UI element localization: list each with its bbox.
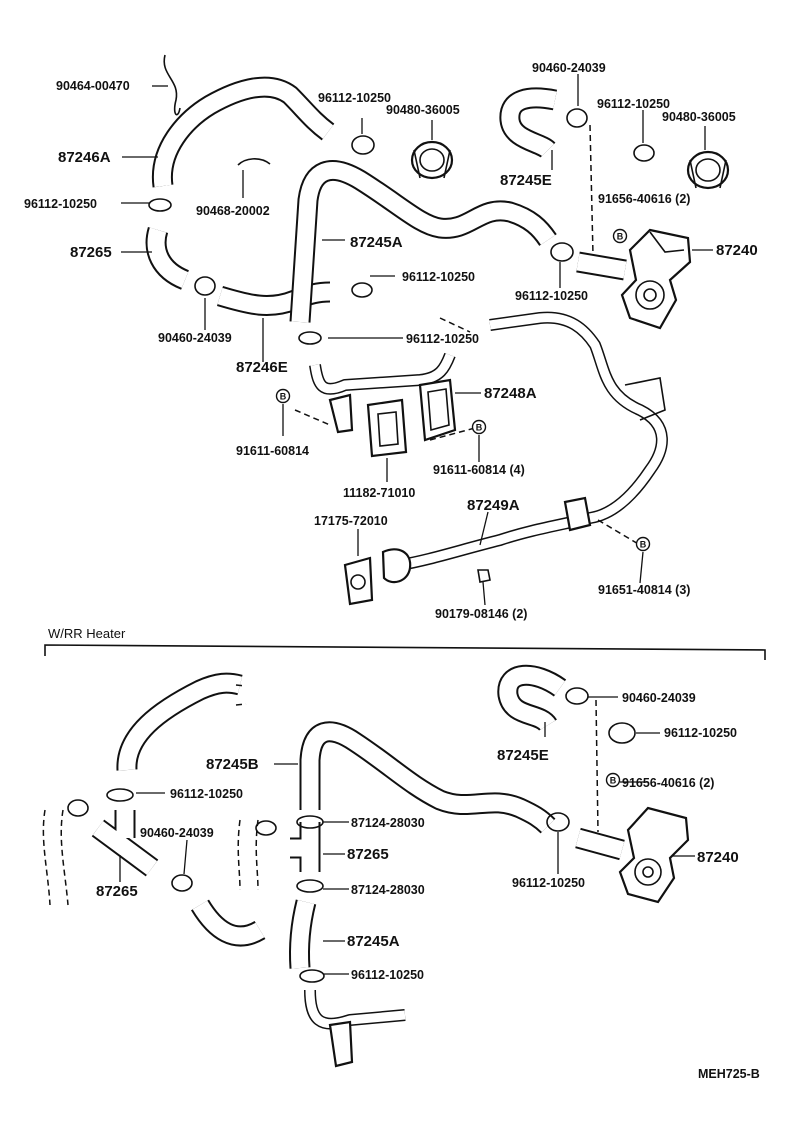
bolt-marker-icon: B B B B B: [275, 228, 651, 788]
hose-87246E: [216, 281, 331, 316]
label-11182-71010: 11182-71010: [343, 486, 415, 500]
label-87245E-b: 87245E: [497, 747, 549, 764]
label-96112-10250-e: 96112-10250: [597, 97, 670, 111]
svg-text:B: B: [640, 540, 647, 550]
label-90460-24039-d: 90460-24039: [622, 691, 696, 705]
hose-87245E-top: [499, 87, 558, 159]
label-91611-60814-b: 91611-60814 (4): [433, 463, 525, 477]
label-87245B: 87245B: [206, 756, 259, 773]
gasket-11182: [366, 398, 408, 458]
pipe-lower-outlet: [304, 989, 406, 1068]
label-91651-40814: 91651-40814 (3): [598, 583, 690, 597]
nut-90179: [477, 569, 491, 583]
hose-87245E-bottom: [497, 664, 567, 733]
hose-87265-top: [145, 226, 190, 290]
label-17175-72010: 17175-72010: [314, 514, 388, 528]
leader-lines: [119, 74, 713, 975]
label-96112-10250-j: 96112-10250: [512, 876, 585, 890]
hose-87245B: [299, 721, 556, 834]
pipe-87249A: [381, 311, 668, 584]
label-91611-60814-a: 91611-60814: [236, 444, 309, 458]
label-90460-24039-a: 90460-24039: [158, 331, 232, 345]
label-96112-10250-b: 96112-10250: [318, 91, 391, 105]
label-90460-24039-c: 90460-24039: [140, 826, 214, 840]
valve-87240-bottom: [575, 806, 690, 904]
label-87245A-a: 87245A: [350, 234, 403, 251]
label-87249A: 87249A: [467, 497, 520, 514]
svg-text:B: B: [617, 232, 624, 242]
label-87265-a: 87265: [70, 244, 112, 261]
label-87265-c: 87265: [347, 846, 389, 863]
label-87246E: 87246E: [236, 359, 288, 376]
label-90464-00470: 90464-00470: [56, 79, 130, 93]
diagram-reference-code: MEH725-B: [698, 1067, 760, 1081]
label-87124-28030-a: 87124-28030: [351, 816, 425, 830]
label-87246A: 87246A: [58, 149, 111, 166]
label-91656-40616-b: 91656-40616 (2): [622, 776, 714, 790]
label-87240-b: 87240: [697, 849, 739, 866]
label-91656-40616-a: 91656-40616 (2): [598, 192, 690, 206]
label-96112-10250-i: 96112-10250: [664, 726, 737, 740]
label-90460-24039-b: 90460-24039: [532, 61, 606, 75]
label-96112-10250-a: 96112-10250: [24, 197, 97, 211]
pipe-87248A: [309, 352, 457, 442]
label-96112-10250-f: 96112-10250: [515, 289, 588, 303]
assembly-dash-lines: [294, 124, 641, 546]
svg-text:B: B: [610, 776, 617, 786]
pipe-87265-center: [290, 822, 321, 872]
label-87248A: 87248A: [484, 385, 537, 402]
label-96112-10250-g: 96112-10250: [170, 787, 243, 801]
gasket-90480-b: [686, 150, 730, 190]
label-87240-a: 87240: [716, 242, 758, 259]
clamp-icon: [67, 687, 636, 983]
svg-text:B: B: [280, 392, 287, 402]
label-90179-08146: 90179-08146 (2): [435, 607, 527, 621]
hose-87245A-bottom: [288, 899, 317, 969]
section-title: W/RR Heater: [48, 626, 126, 641]
label-90480-36005-b: 90480-36005: [662, 110, 736, 124]
hose-lower-left: [190, 899, 266, 947]
svg-text:B: B: [476, 423, 483, 433]
label-96112-10250-d: 96112-10250: [406, 332, 479, 346]
label-87245E-a: 87245E: [500, 172, 552, 189]
label-87245A-b: 87245A: [347, 933, 400, 950]
label-90480-36005-a: 90480-36005: [386, 103, 460, 117]
hose-87245A-top: [289, 160, 557, 323]
ghost-hoses: [42, 684, 599, 906]
clamp-icon: [148, 54, 655, 345]
label-90468-20002: 90468-20002: [196, 204, 270, 218]
part-labels: 90464-00470 87246A 96112-10250 90468-200…: [24, 61, 758, 982]
label-96112-10250-h: 96112-10250: [351, 968, 424, 982]
hose-upper-bottom: [116, 672, 243, 771]
hose-87246A: [151, 76, 335, 188]
pipe-87265-tee-left: [91, 810, 159, 877]
label-87124-28030-b: 87124-28030: [351, 883, 425, 897]
gasket-90480-a: [410, 140, 454, 180]
label-96112-10250-c: 96112-10250: [402, 270, 475, 284]
gasket-17175: [343, 556, 374, 606]
label-87265-b: 87265: [96, 883, 138, 900]
valve-87240-top: [576, 228, 692, 330]
section-divider: [44, 644, 766, 660]
